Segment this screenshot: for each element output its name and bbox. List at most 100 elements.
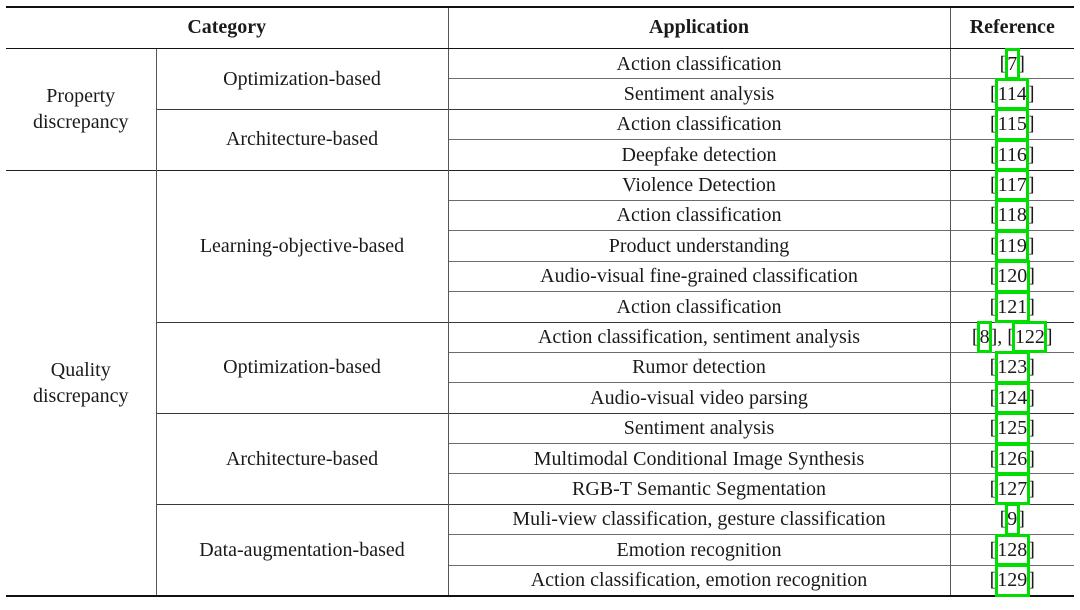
application-cell: Action classification bbox=[447, 291, 951, 323]
application-cell: Violence Detection bbox=[447, 169, 951, 201]
table-row: Multimodal Conditional Image Synthesis[1… bbox=[6, 442, 1075, 476]
subcategory-cell: Data-augmentation-based bbox=[155, 503, 449, 597]
reference-cell[interactable]: [119] bbox=[949, 229, 1075, 263]
application-cell: Action classification, sentiment analysi… bbox=[447, 321, 951, 353]
subcategory-cell: Learning-objective-based bbox=[155, 169, 449, 323]
reference-highlight-box[interactable]: 120 bbox=[994, 260, 1030, 294]
reference-highlight-box[interactable]: 115 bbox=[995, 108, 1030, 142]
application-cell: Sentiment analysis bbox=[447, 78, 951, 110]
reference-bracket: ] bbox=[1028, 447, 1035, 470]
reference-bracket: ] bbox=[1027, 82, 1035, 105]
reference-bracket: [ bbox=[989, 113, 997, 136]
reference-bracket: [ bbox=[989, 295, 997, 318]
reference-cell[interactable]: [123] bbox=[949, 351, 1075, 385]
reference-cell[interactable]: [127] bbox=[949, 472, 1075, 506]
reference-cell[interactable]: [129] bbox=[949, 564, 1075, 598]
reference-bracket: [ bbox=[989, 477, 997, 500]
table-row: Product understanding[119] bbox=[6, 229, 1075, 263]
reference-bracket: ] bbox=[1027, 174, 1035, 197]
reference-bracket: [ bbox=[989, 538, 997, 561]
column-header-reference: Reference bbox=[949, 6, 1075, 49]
reference-highlight-box[interactable]: 126 bbox=[994, 442, 1030, 476]
reference-bracket: [ bbox=[989, 234, 997, 257]
reference-highlight-box[interactable]: 119 bbox=[995, 229, 1030, 263]
reference-highlight-box[interactable]: 8 bbox=[977, 320, 993, 354]
reference-highlight-box[interactable]: 127 bbox=[994, 472, 1030, 506]
reference-highlight-box[interactable]: 122 bbox=[1012, 320, 1048, 354]
reference-cell[interactable]: [125] bbox=[949, 412, 1075, 446]
category-label-line1: Property bbox=[46, 85, 116, 108]
reference-cell[interactable]: [118] bbox=[949, 199, 1075, 233]
reference-highlight-box[interactable]: 114 bbox=[995, 77, 1030, 111]
application-cell: Emotion recognition bbox=[447, 534, 951, 566]
reference-highlight-box[interactable]: 123 bbox=[994, 351, 1030, 385]
subcategory-cell: Optimization-based bbox=[155, 48, 449, 110]
reference-highlight-box[interactable]: 124 bbox=[994, 381, 1030, 415]
bottom-rule bbox=[6, 595, 1075, 599]
reference-cell[interactable]: [114] bbox=[949, 77, 1075, 111]
reference-bracket: [ bbox=[989, 143, 997, 166]
table-row: RGB-T Semantic Segmentation[127] bbox=[6, 472, 1075, 506]
reference-bracket: ] bbox=[1028, 538, 1035, 561]
reference-highlight-box[interactable]: 118 bbox=[995, 199, 1030, 233]
reference-bracket: ] bbox=[1027, 204, 1035, 227]
table-row: Action classification[118] bbox=[6, 199, 1075, 233]
reference-highlight-box[interactable]: 121 bbox=[994, 290, 1030, 324]
application-cell: Action classification bbox=[447, 108, 951, 140]
reference-highlight-box[interactable]: 117 bbox=[995, 168, 1030, 202]
reference-bracket: [ bbox=[989, 447, 997, 470]
application-cell: Audio-visual video parsing bbox=[447, 382, 951, 414]
rule-segment bbox=[155, 595, 449, 599]
reference-cell[interactable]: [8], [122] bbox=[949, 320, 1075, 354]
reference-cell[interactable]: [126] bbox=[949, 442, 1075, 476]
subcategory-cell: Optimization-based bbox=[155, 321, 449, 414]
reference-cell[interactable]: [116] bbox=[949, 138, 1075, 172]
reference-cell[interactable]: [124] bbox=[949, 381, 1075, 415]
reference-cell[interactable]: [121] bbox=[949, 290, 1075, 324]
application-cell: RGB-T Semantic Segmentation bbox=[447, 473, 951, 505]
table-header: Category Application Reference bbox=[6, 6, 1075, 49]
reference-bracket: ] bbox=[1028, 295, 1035, 318]
reference-cell[interactable]: [117] bbox=[949, 168, 1075, 202]
reference-bracket: ] bbox=[1028, 386, 1035, 409]
reference-bracket: ] bbox=[1027, 234, 1035, 257]
column-header-application: Application bbox=[447, 6, 951, 49]
reference-cell[interactable]: [120] bbox=[949, 260, 1075, 294]
category-label-line2: discrepancy bbox=[32, 111, 129, 134]
application-cell: Action classification bbox=[447, 199, 951, 231]
application-cell: Action classification, emotion recogniti… bbox=[447, 564, 951, 597]
reference-bracket: [ bbox=[999, 508, 1007, 531]
reference-highlight-box[interactable]: 129 bbox=[994, 564, 1030, 598]
application-cell: Muli-view classification, gesture classi… bbox=[447, 503, 951, 535]
reference-cell[interactable]: [7] bbox=[949, 47, 1075, 81]
reference-highlight-box[interactable]: 116 bbox=[995, 138, 1030, 172]
reference-cell[interactable]: [9] bbox=[949, 503, 1075, 537]
application-cell: Product understanding bbox=[447, 230, 951, 262]
reference-cell[interactable]: [115] bbox=[949, 108, 1075, 142]
reference-bracket: [ bbox=[989, 82, 997, 105]
reference-cell[interactable]: [128] bbox=[949, 533, 1075, 567]
application-cell: Sentiment analysis bbox=[447, 412, 951, 444]
reference-bracket: ] bbox=[1028, 356, 1035, 379]
survey-table: Category Application Reference Property d… bbox=[6, 6, 1075, 599]
reference-bracket: [ bbox=[999, 52, 1007, 75]
category-label-line1: Quality bbox=[50, 358, 111, 381]
reference-bracket: [ bbox=[989, 356, 997, 379]
reference-highlight-box[interactable]: 7 bbox=[1004, 47, 1020, 81]
reference-highlight-box[interactable]: 9 bbox=[1004, 503, 1020, 537]
rule-segment bbox=[949, 595, 1075, 599]
table-row: Rumor detection[123] bbox=[6, 351, 1075, 385]
reference-bracket: [ bbox=[989, 417, 997, 440]
reference-highlight-box[interactable]: 128 bbox=[994, 533, 1030, 567]
reference-bracket: ] bbox=[1027, 113, 1035, 136]
reference-highlight-box[interactable]: 125 bbox=[994, 412, 1030, 446]
reference-bracket: [ bbox=[989, 174, 997, 197]
reference-bracket: ] bbox=[1028, 569, 1035, 592]
reference-bracket: ] bbox=[1028, 265, 1035, 288]
